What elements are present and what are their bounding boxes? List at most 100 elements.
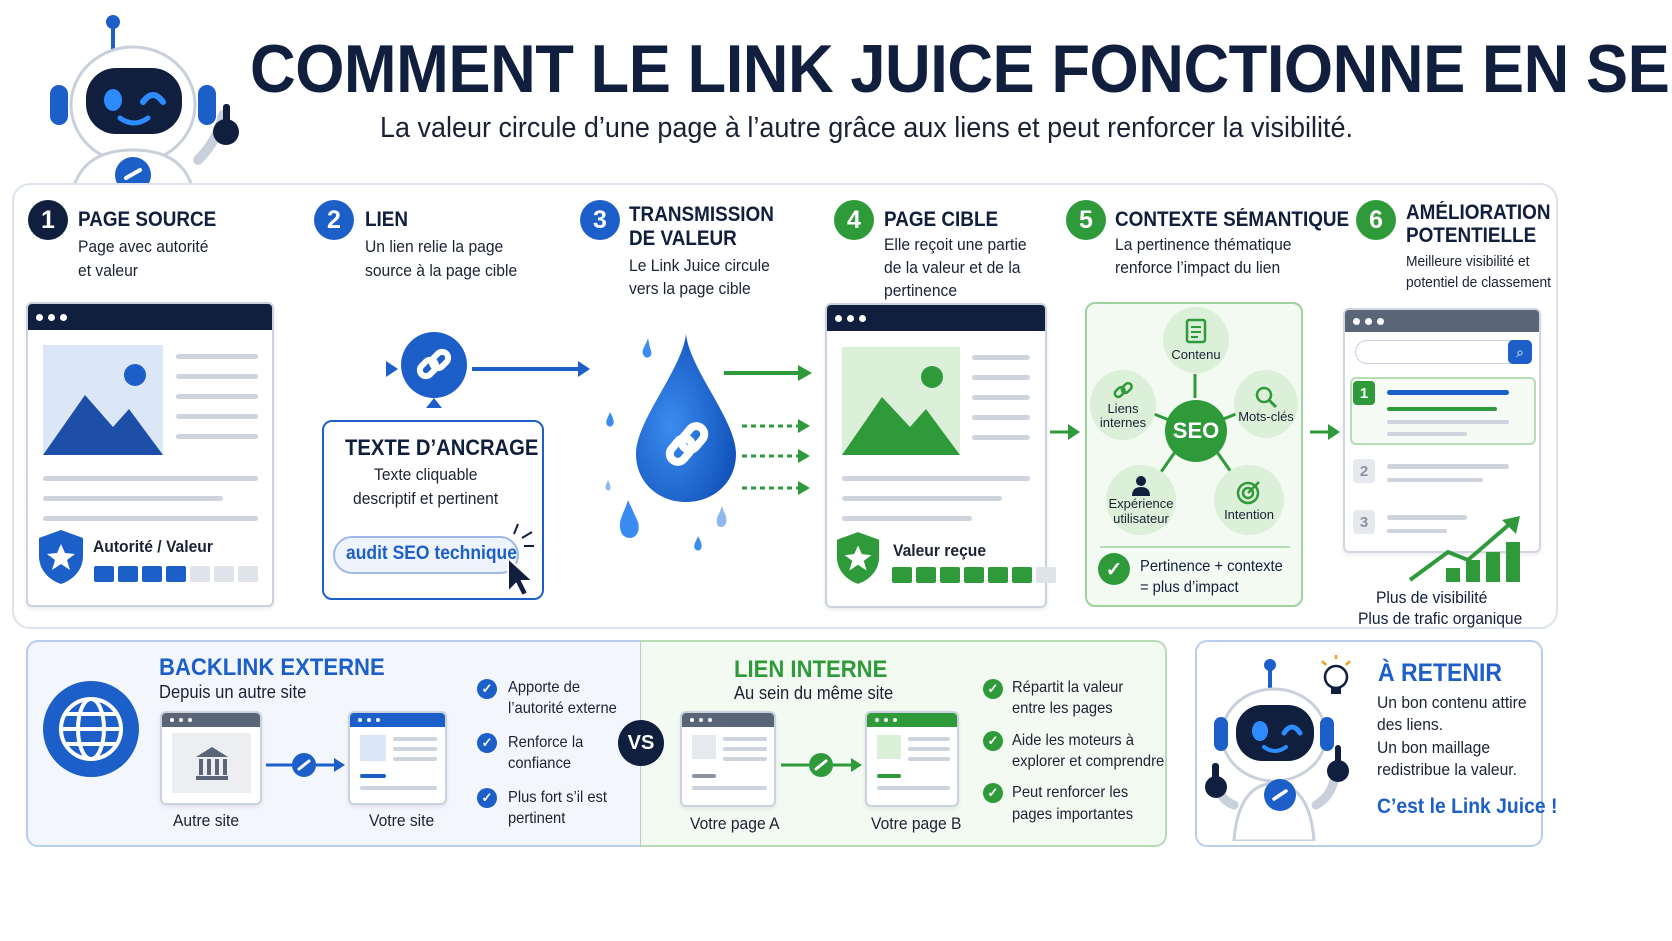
step-1-desc-line1: Page avec autorité: [78, 237, 209, 256]
step-3-title-line1: TRANSMISSION: [629, 203, 774, 226]
step-6-title-line2: POTENTIELLE: [1406, 224, 1537, 247]
target-bar-3: [940, 567, 960, 583]
window-title-bar: [28, 304, 272, 330]
target-bar-6: [1012, 567, 1032, 583]
step-4-desc-line3: pertinence: [884, 281, 958, 300]
chain-link-icon: [1113, 381, 1133, 399]
step-5-desc-line2: renforce l’impact du lien: [1115, 258, 1281, 277]
seo-center-label: SEO: [1172, 418, 1220, 443]
window-title-bar: [350, 713, 445, 727]
robot-mascot-bottom: [1205, 655, 1351, 841]
serp-result-line1: Plus de visibilité: [1376, 588, 1488, 607]
internal-links-label-line1: Liens: [1107, 401, 1139, 416]
step-4-number: 4: [834, 200, 874, 240]
anchor-desc-line1: Texte cliquable: [374, 465, 478, 484]
source-bar-2: [118, 566, 138, 582]
target-bar-1: [892, 567, 912, 583]
backlink-title: BACKLINK EXTERNE: [159, 654, 385, 681]
step-3-number: 3: [580, 200, 620, 240]
internal-bullet-1-line2: entre les pages: [1012, 700, 1113, 717]
seo-center-node: SEO: [1165, 400, 1227, 462]
search-icon: [1255, 386, 1278, 408]
backlink-bullet-2-line2: confiance: [508, 755, 572, 772]
internal-links-label-line2: internes: [1099, 415, 1147, 430]
content-node: Contenu: [1163, 307, 1229, 373]
backlink-check-1-icon: ✓: [477, 679, 497, 699]
step-2-desc-line1: Un lien relie la page: [365, 237, 504, 256]
window-title-bar: [682, 713, 774, 727]
link-flow-arrows: [292, 332, 590, 408]
takeaway-line-1: Un bon contenu attire: [1377, 693, 1527, 712]
internal-subtitle: Au sein du même site: [734, 683, 894, 703]
user-experience-label-line2: utilisateur: [1113, 511, 1169, 526]
backlink-bullet-1-line2: l’autorité externe: [508, 700, 617, 717]
target-bar-2: [916, 567, 936, 583]
step-6-desc-line1: Meilleure visibilité et: [1406, 253, 1530, 270]
step-4-title: PAGE CIBLE: [884, 208, 999, 231]
rank-1-label: 1: [1359, 384, 1369, 402]
page-title: COMMENT LE LINK JUICE FONCTIONNE EN SEO: [250, 31, 1672, 107]
user-experience-label-line1: Expérience: [1108, 496, 1174, 511]
takeaway-title: À RETENIR: [1378, 659, 1502, 687]
takeaway-line-4: redistribue la valeur.: [1377, 760, 1517, 779]
robot-mascot-top: [50, 15, 239, 190]
step-3-desc-line1: Le Link Juice circule: [629, 256, 770, 275]
serp-search-button-icon[interactable]: ⌕: [1508, 340, 1532, 364]
source-bar-5: [190, 566, 210, 582]
serp-result-line2: Plus de trafic organique: [1358, 609, 1523, 628]
step-5-desc-line1: La pertinence thématique: [1115, 235, 1292, 254]
step-6-number: 6: [1356, 200, 1396, 240]
step-1-desc-line2: et valeur: [78, 261, 138, 280]
step-3-desc-line2: vers la page cible: [629, 279, 751, 298]
semantic-result-line1: Pertinence + contexte: [1140, 558, 1283, 575]
source-bar-7: [238, 566, 258, 582]
arrow-to-serp: [1310, 424, 1340, 440]
shield-star-icon: [39, 530, 83, 584]
takeaway-line-2: des liens.: [1377, 715, 1444, 734]
document-icon: [1185, 318, 1207, 344]
target-bar-4: [964, 567, 984, 583]
intention-node-label: Intention: [1224, 506, 1274, 522]
step-2-number: 2: [314, 200, 354, 240]
semantic-connectors: [1148, 374, 1242, 473]
internal-bullet-1-line1: Répartit la valeur: [1012, 679, 1124, 696]
serp-search-input[interactable]: [1355, 340, 1531, 364]
mountain-image-icon: [43, 345, 163, 455]
internal-bullet-3-line2: pages importantes: [1012, 806, 1134, 823]
takeaway-conclusion: C’est le Link Juice !: [1377, 795, 1558, 818]
arrow-to-context: [1050, 424, 1080, 440]
check-circle-icon: ✓: [1098, 553, 1130, 585]
anchor-title: TEXTE D’ANCRAGE: [345, 435, 539, 460]
target-bar-7: [1036, 567, 1056, 583]
value-flow-arrows: [724, 365, 812, 495]
keywords-node: Mots-clés: [1234, 370, 1298, 438]
link-chain-icon: [402, 332, 468, 398]
step-4-desc-line1: Elle reçoit une partie: [884, 235, 1027, 254]
step-5-number: 5: [1066, 200, 1106, 240]
green-mountain-image-icon: [842, 347, 960, 455]
window-title-bar: [1345, 310, 1539, 332]
page-b-label: Votre page B: [871, 814, 962, 833]
internal-bullet-3-line1: Peut renforcer les: [1012, 784, 1129, 801]
window-title-bar: [867, 713, 957, 727]
bank-building-icon: [172, 733, 251, 793]
step-1-title: PAGE SOURCE: [78, 208, 217, 231]
source-value-label: Autorité / Valeur: [93, 537, 213, 556]
backlink-arrow: [266, 753, 345, 777]
step-4-desc-line2: de la valeur et de la: [884, 258, 1021, 277]
keywords-node-label: Mots-clés: [1238, 408, 1294, 424]
backlink-bullet-2-line1: Renforce la: [508, 734, 584, 751]
target-icon: [1236, 480, 1260, 504]
backlink-check-3-icon: ✓: [477, 788, 497, 808]
growth-chart-icon: [1408, 516, 1520, 582]
anchor-example-link[interactable]: [333, 536, 519, 574]
vs-badge: VS: [618, 720, 664, 766]
anchor-example-text: audit SEO technique: [346, 543, 517, 564]
intention-node: Intention: [1214, 465, 1284, 535]
internal-check-3-icon: ✓: [983, 783, 1003, 803]
internal-bullet-2-line1: Aide les moteurs à: [1012, 732, 1134, 749]
anchor-desc-line2: descriptif et pertinent: [353, 489, 499, 508]
rank-1-badge: 1: [1353, 381, 1375, 405]
rank-2-badge: 2: [1353, 459, 1375, 483]
globe-icon: [43, 681, 139, 777]
